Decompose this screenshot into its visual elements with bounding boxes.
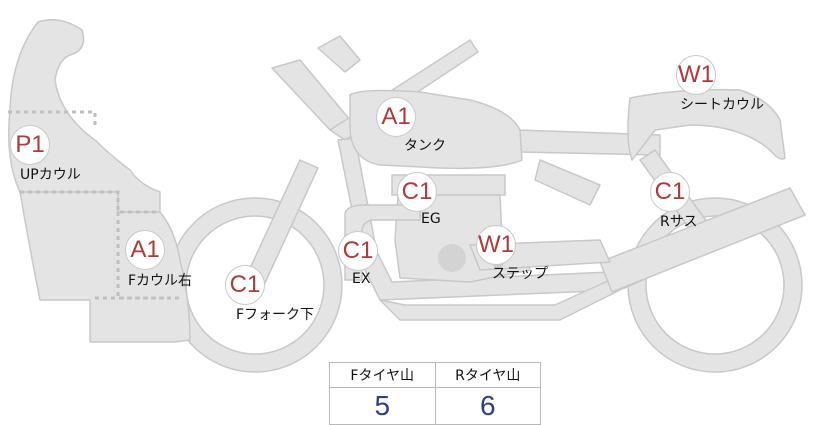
rear-tread-value: 6 bbox=[434, 387, 541, 425]
damage-code-step: W1 bbox=[476, 225, 516, 265]
label-step: ステップ bbox=[492, 266, 548, 282]
damage-code-front-fork: C1 bbox=[225, 265, 265, 305]
label-tank: タンク bbox=[404, 138, 446, 154]
label-engine: EG bbox=[421, 211, 441, 227]
label-upper-cowl: UPカウル bbox=[20, 167, 81, 183]
seat-cowl bbox=[627, 88, 786, 161]
label-front-cowl-right: Fカウル右 bbox=[128, 273, 193, 289]
damage-code-tank: A1 bbox=[376, 97, 416, 137]
upper-cowl-shape bbox=[8, 19, 161, 213]
rear-wheel bbox=[628, 198, 802, 372]
damage-code-exhaust: C1 bbox=[338, 231, 378, 271]
muffler bbox=[599, 187, 806, 293]
label-seat-cowl: シートカウル bbox=[680, 97, 764, 113]
front-cowl-shape bbox=[19, 191, 191, 343]
label-exhaust: EX bbox=[352, 271, 371, 287]
damage-code-seat-cowl: W1 bbox=[676, 55, 716, 95]
tire-tread-table: Fタイヤ山 Rタイヤ山 5 6 bbox=[329, 362, 541, 425]
front-tread-header: Fタイヤ山 bbox=[329, 362, 436, 388]
damage-code-engine: C1 bbox=[397, 172, 437, 212]
front-tread-value: 5 bbox=[329, 387, 436, 425]
label-front-fork: Fフォーク下 bbox=[236, 307, 315, 323]
fuel-tank bbox=[349, 89, 523, 170]
damage-code-rear-suspension: C1 bbox=[650, 172, 690, 212]
damage-code-upper-cowl: P1 bbox=[10, 125, 50, 165]
rear-tread-header: Rタイヤ山 bbox=[434, 362, 541, 388]
label-rear-suspension: Rサス bbox=[660, 214, 698, 230]
damage-code-front-cowl-right: A1 bbox=[125, 230, 165, 270]
